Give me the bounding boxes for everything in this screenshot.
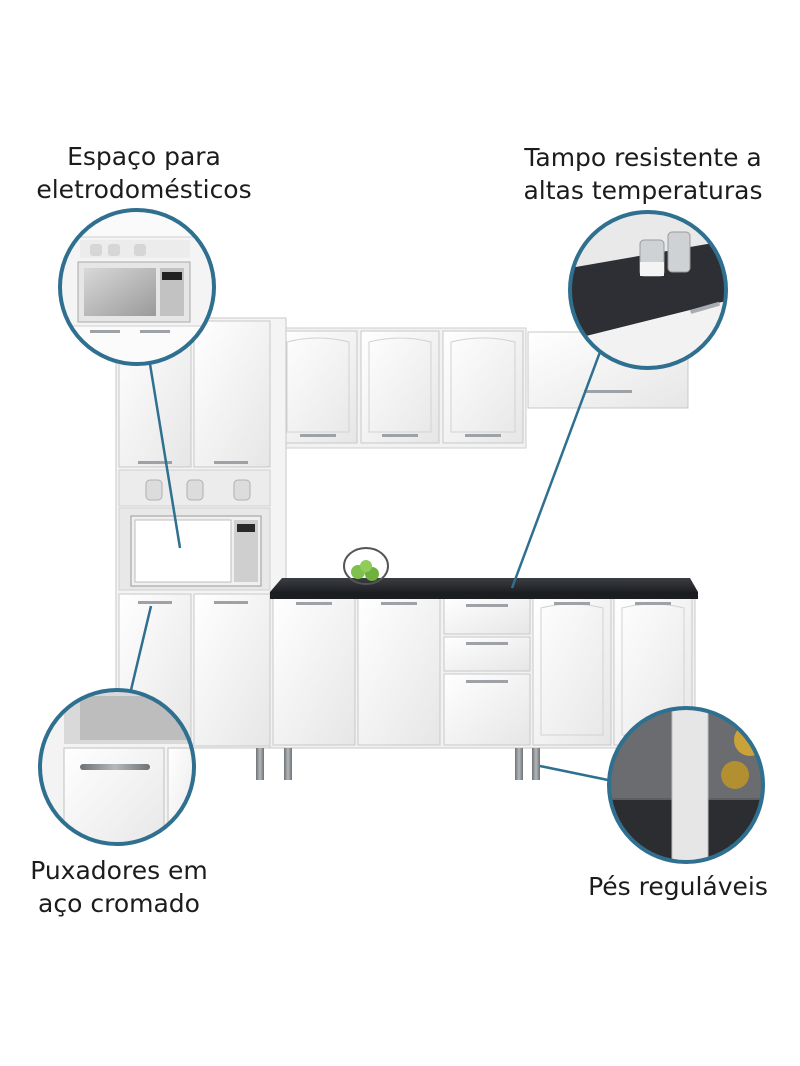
- caption-line: altas temperaturas: [523, 176, 763, 205]
- callout-feet-label: Pés reguláveis: [570, 870, 786, 903]
- upper-door: [442, 330, 524, 444]
- callout-countertop-label: Tampo resistente a altas temperaturas: [500, 141, 786, 207]
- tower-upper-door: [193, 320, 271, 468]
- callout-handles-zoom: [38, 688, 196, 846]
- countertop: [270, 578, 698, 599]
- caption-line: Tampo resistente a: [524, 143, 762, 172]
- microwave: [130, 515, 262, 587]
- caption-line: aço cromado: [38, 889, 200, 918]
- callout-countertop-zoom: [568, 210, 728, 370]
- upper-door: [278, 330, 358, 444]
- caption-line: Puxadores em: [30, 856, 208, 885]
- base-door: [532, 596, 612, 746]
- adjustable-feet: [256, 748, 540, 780]
- base-door: [272, 596, 356, 746]
- drawer: [443, 636, 531, 672]
- fruit-bowl: [343, 547, 389, 585]
- drawer: [443, 597, 531, 635]
- base-door: [357, 596, 441, 746]
- drawer: [443, 673, 531, 746]
- caption-line: Espaço para: [67, 142, 221, 171]
- callout-appliance-space-label: Espaço para eletrodomésticos: [14, 140, 274, 206]
- jar: [145, 479, 251, 501]
- callout-handles-label: Puxadores em aço cromado: [12, 854, 226, 920]
- upper-door: [360, 330, 440, 444]
- upper-cabinets: [275, 327, 689, 449]
- callout-feet-zoom: [607, 706, 765, 864]
- tower-lower-door: [193, 593, 271, 747]
- leader-lines: [129, 351, 609, 782]
- caption-line: eletrodomésticos: [36, 175, 252, 204]
- callout-appliance-space-zoom: [58, 208, 216, 366]
- base-cabinets: [269, 591, 696, 749]
- tall-tower-cabinet: [115, 317, 287, 749]
- caption-line: Pés reguláveis: [588, 872, 768, 901]
